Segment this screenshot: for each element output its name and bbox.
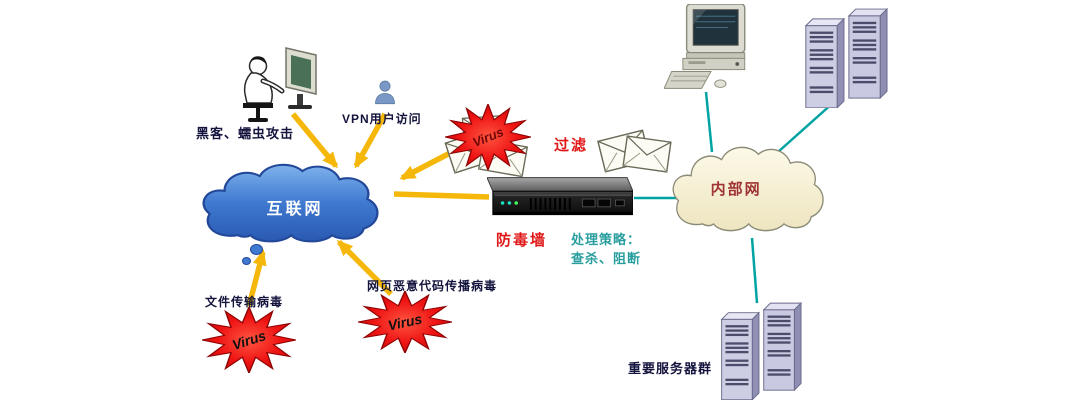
arrow-webvirus-to-internet — [336, 239, 393, 296]
firewall-appliance-icon — [487, 177, 633, 216]
vpn-access-label: VPN用户访问 — [342, 112, 422, 126]
server-rack-icon — [805, 8, 888, 108]
cloud-bubble — [242, 257, 251, 265]
filter-label: 过滤 — [554, 137, 589, 154]
hacker-workstation-icon — [243, 47, 317, 122]
intranet-cloud: 内部网 — [664, 140, 840, 240]
file-virus-burst: Virus — [202, 307, 296, 373]
cloud-bubble — [250, 244, 263, 255]
arrow-mailvirus-to-internet — [399, 149, 454, 181]
internet-label: 互联网 — [266, 200, 324, 218]
arrow-filevirus-to-internet — [246, 249, 267, 307]
file-virus-label: 文件传输病毒 — [205, 295, 284, 309]
server-group-label: 重要服务器群 — [628, 361, 713, 376]
mail-virus-burst: Virus — [445, 104, 531, 170]
desktop-computer-icon — [664, 4, 746, 89]
attack-arrows — [246, 112, 490, 307]
arrow-vpn-to-internet — [353, 112, 388, 169]
policy-actions: 查杀、阻断 — [571, 251, 642, 266]
intranet-label: 内部网 — [710, 181, 762, 198]
internet-cloud: 互联网 — [193, 158, 397, 250]
line-internet-to-firewall — [393, 191, 490, 200]
arrow-hacker-to-internet — [290, 112, 339, 169]
hacker-attack-label: 黑客、蠕虫攻击 — [196, 126, 295, 141]
vpn-user-icon — [375, 80, 395, 105]
line-intranet-to-servergroup — [750, 237, 759, 304]
line-intranet-to-servers — [777, 101, 835, 153]
policy-title: 处理策略： — [571, 232, 642, 247]
web-virus-burst: Virus — [358, 291, 452, 353]
intranet-links — [634, 91, 835, 304]
line-intranet-to-desktop — [704, 91, 714, 153]
policy-text: 处理策略： 查杀、阻断 — [571, 230, 641, 268]
server-rack-icon — [721, 302, 802, 400]
web-virus-label: 网页恶意代码传播病毒 — [367, 279, 498, 293]
firewall-label: 防毒墙 — [496, 232, 548, 249]
